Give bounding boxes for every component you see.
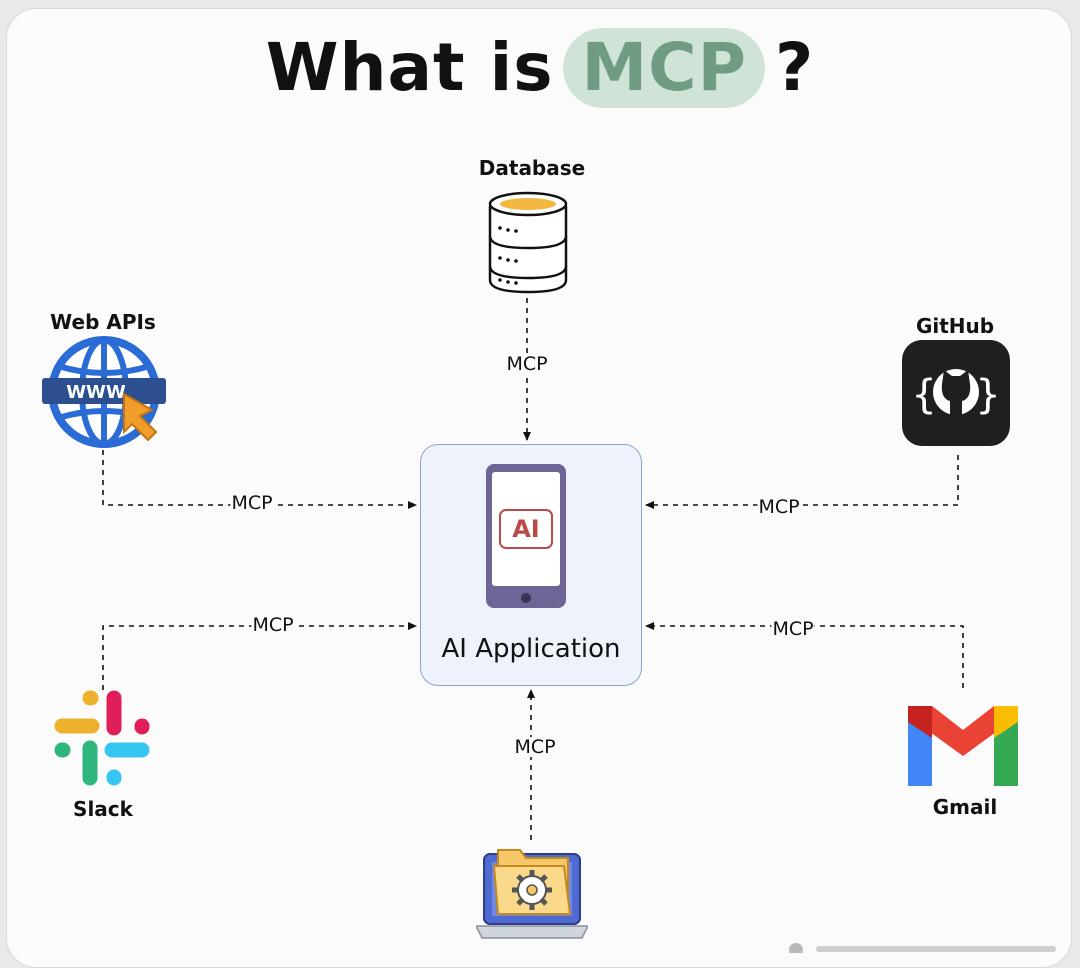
watermark-strip <box>789 943 1056 953</box>
phone-icon <box>486 464 566 608</box>
mcp-label-github: MCP <box>757 496 801 518</box>
svg-text:}: } <box>976 372 1000 418</box>
github-icon: { } <box>902 340 1010 446</box>
connector-slack <box>102 622 417 690</box>
mcp-label-local-files: MCP <box>513 736 557 758</box>
slack-icon <box>54 690 150 786</box>
gmail-label: Gmail <box>932 795 998 819</box>
connector-web-apis <box>102 450 417 509</box>
laptop-icon <box>476 849 588 939</box>
svg-text:{: { <box>912 372 936 418</box>
gmail-icon <box>908 706 1018 786</box>
globe-icon: WWW <box>42 336 166 448</box>
mcp-label-web-apis: MCP <box>230 492 274 514</box>
connector-github <box>645 455 959 509</box>
gear-icon <box>512 870 552 910</box>
title-suffix: ? <box>774 29 815 106</box>
web-apis-label: Web APIs <box>50 310 156 334</box>
cursor-icon <box>123 392 158 442</box>
mcp-label-slack: MCP <box>251 614 295 636</box>
svg-text:WWW: WWW <box>66 382 126 403</box>
slack-label: Slack <box>73 797 133 821</box>
title-prefix: What is <box>265 29 554 106</box>
ai-badge: AI <box>512 515 540 543</box>
database-label: Database <box>478 156 586 180</box>
connector-gmail <box>645 622 964 688</box>
mcp-label-database: MCP <box>505 353 549 375</box>
mcp-label-gmail: MCP <box>771 618 815 640</box>
ai-application-label: AI Application <box>441 634 621 664</box>
github-label: GitHub <box>915 314 995 338</box>
title-highlight: MCP <box>563 28 765 108</box>
database-icon <box>488 191 568 294</box>
